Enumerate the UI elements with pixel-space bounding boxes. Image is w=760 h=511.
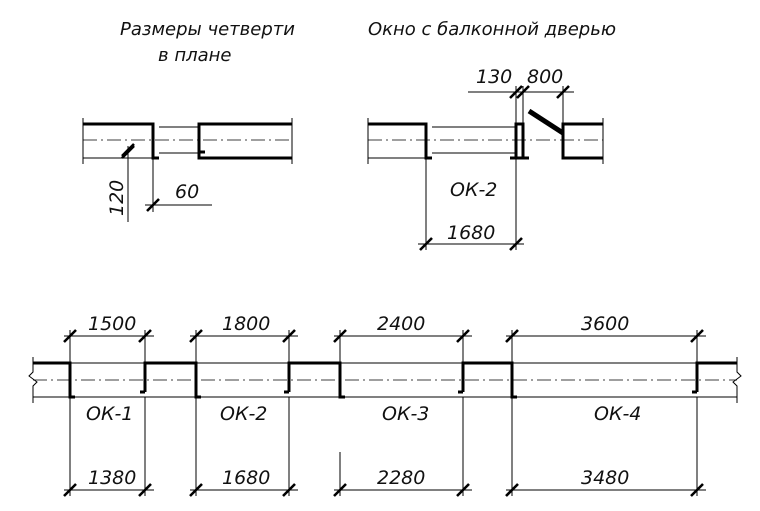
opening-label-1: ОК-1 <box>86 403 133 425</box>
quarter-detail: 120 60 <box>82 118 293 222</box>
pier-1 <box>33 361 75 399</box>
quarter-left-wall <box>83 122 159 160</box>
balcony-door-leaf <box>527 108 565 136</box>
inner-dim-2: 1680 <box>222 467 270 489</box>
opening-label-3: ОК-3 <box>382 403 429 425</box>
outer-dim-2: 1800 <box>222 313 270 335</box>
outer-dim-1: 1500 <box>88 313 136 335</box>
quarter-right-wall <box>197 122 292 160</box>
dim-small-label: 130 <box>476 66 512 88</box>
balcony-title: Окно с балконной дверью <box>368 19 616 40</box>
balcony-detail: 130 800 ОК-2 1680 <box>367 66 604 251</box>
dim-depth-label: 120 <box>106 180 128 216</box>
dim-width-label: 60 <box>175 181 199 203</box>
opening-label-4: ОК-4 <box>594 403 641 425</box>
quarter-title-line2: в плане <box>158 45 231 66</box>
dim-window-label: 1680 <box>447 222 495 244</box>
quarter-title-line1: Размеры четверти <box>120 19 295 40</box>
outer-dim-3: 2400 <box>377 313 425 335</box>
outer-dim-4: 3600 <box>581 313 629 335</box>
inner-dim-1: 1380 <box>88 467 136 489</box>
balcony-window-label: ОК-2 <box>450 179 497 201</box>
balcony-left-wall <box>368 122 432 160</box>
pier-5 <box>695 361 737 392</box>
inner-dim-4: 3480 <box>581 467 629 489</box>
balcony-pier <box>514 122 525 160</box>
dim-door-label: 800 <box>527 66 563 88</box>
opening-label-2: ОК-2 <box>220 403 267 425</box>
balcony-right-wall <box>561 122 603 160</box>
inner-dim-3: 2280 <box>377 467 425 489</box>
wall-plan: ОК-1 ОК-2 ОК-3 ОК-4 1500 1800 2400 3600 <box>28 313 742 497</box>
